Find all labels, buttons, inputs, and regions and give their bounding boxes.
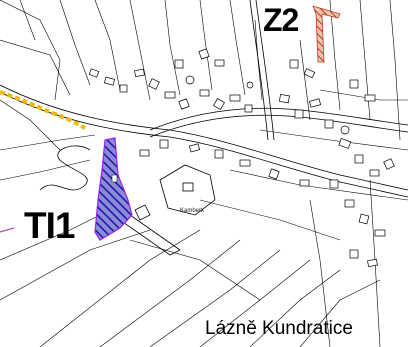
pink-boundary (0, 227, 15, 233)
ti1-building (111, 174, 118, 183)
zone-z2-label: Z2 (263, 2, 299, 38)
place-name-label: Lázně Kundratice (205, 318, 353, 339)
stream (39, 145, 91, 191)
zone-ti1-area (94, 137, 133, 241)
zone-ti1-label: TI1 (24, 205, 75, 246)
zone-z2-area (312, 5, 341, 63)
village-buildings (88, 48, 395, 268)
main-road (0, 0, 408, 198)
dashed-boundary (0, 90, 86, 130)
landmark-label: Kamberk (180, 208, 205, 214)
